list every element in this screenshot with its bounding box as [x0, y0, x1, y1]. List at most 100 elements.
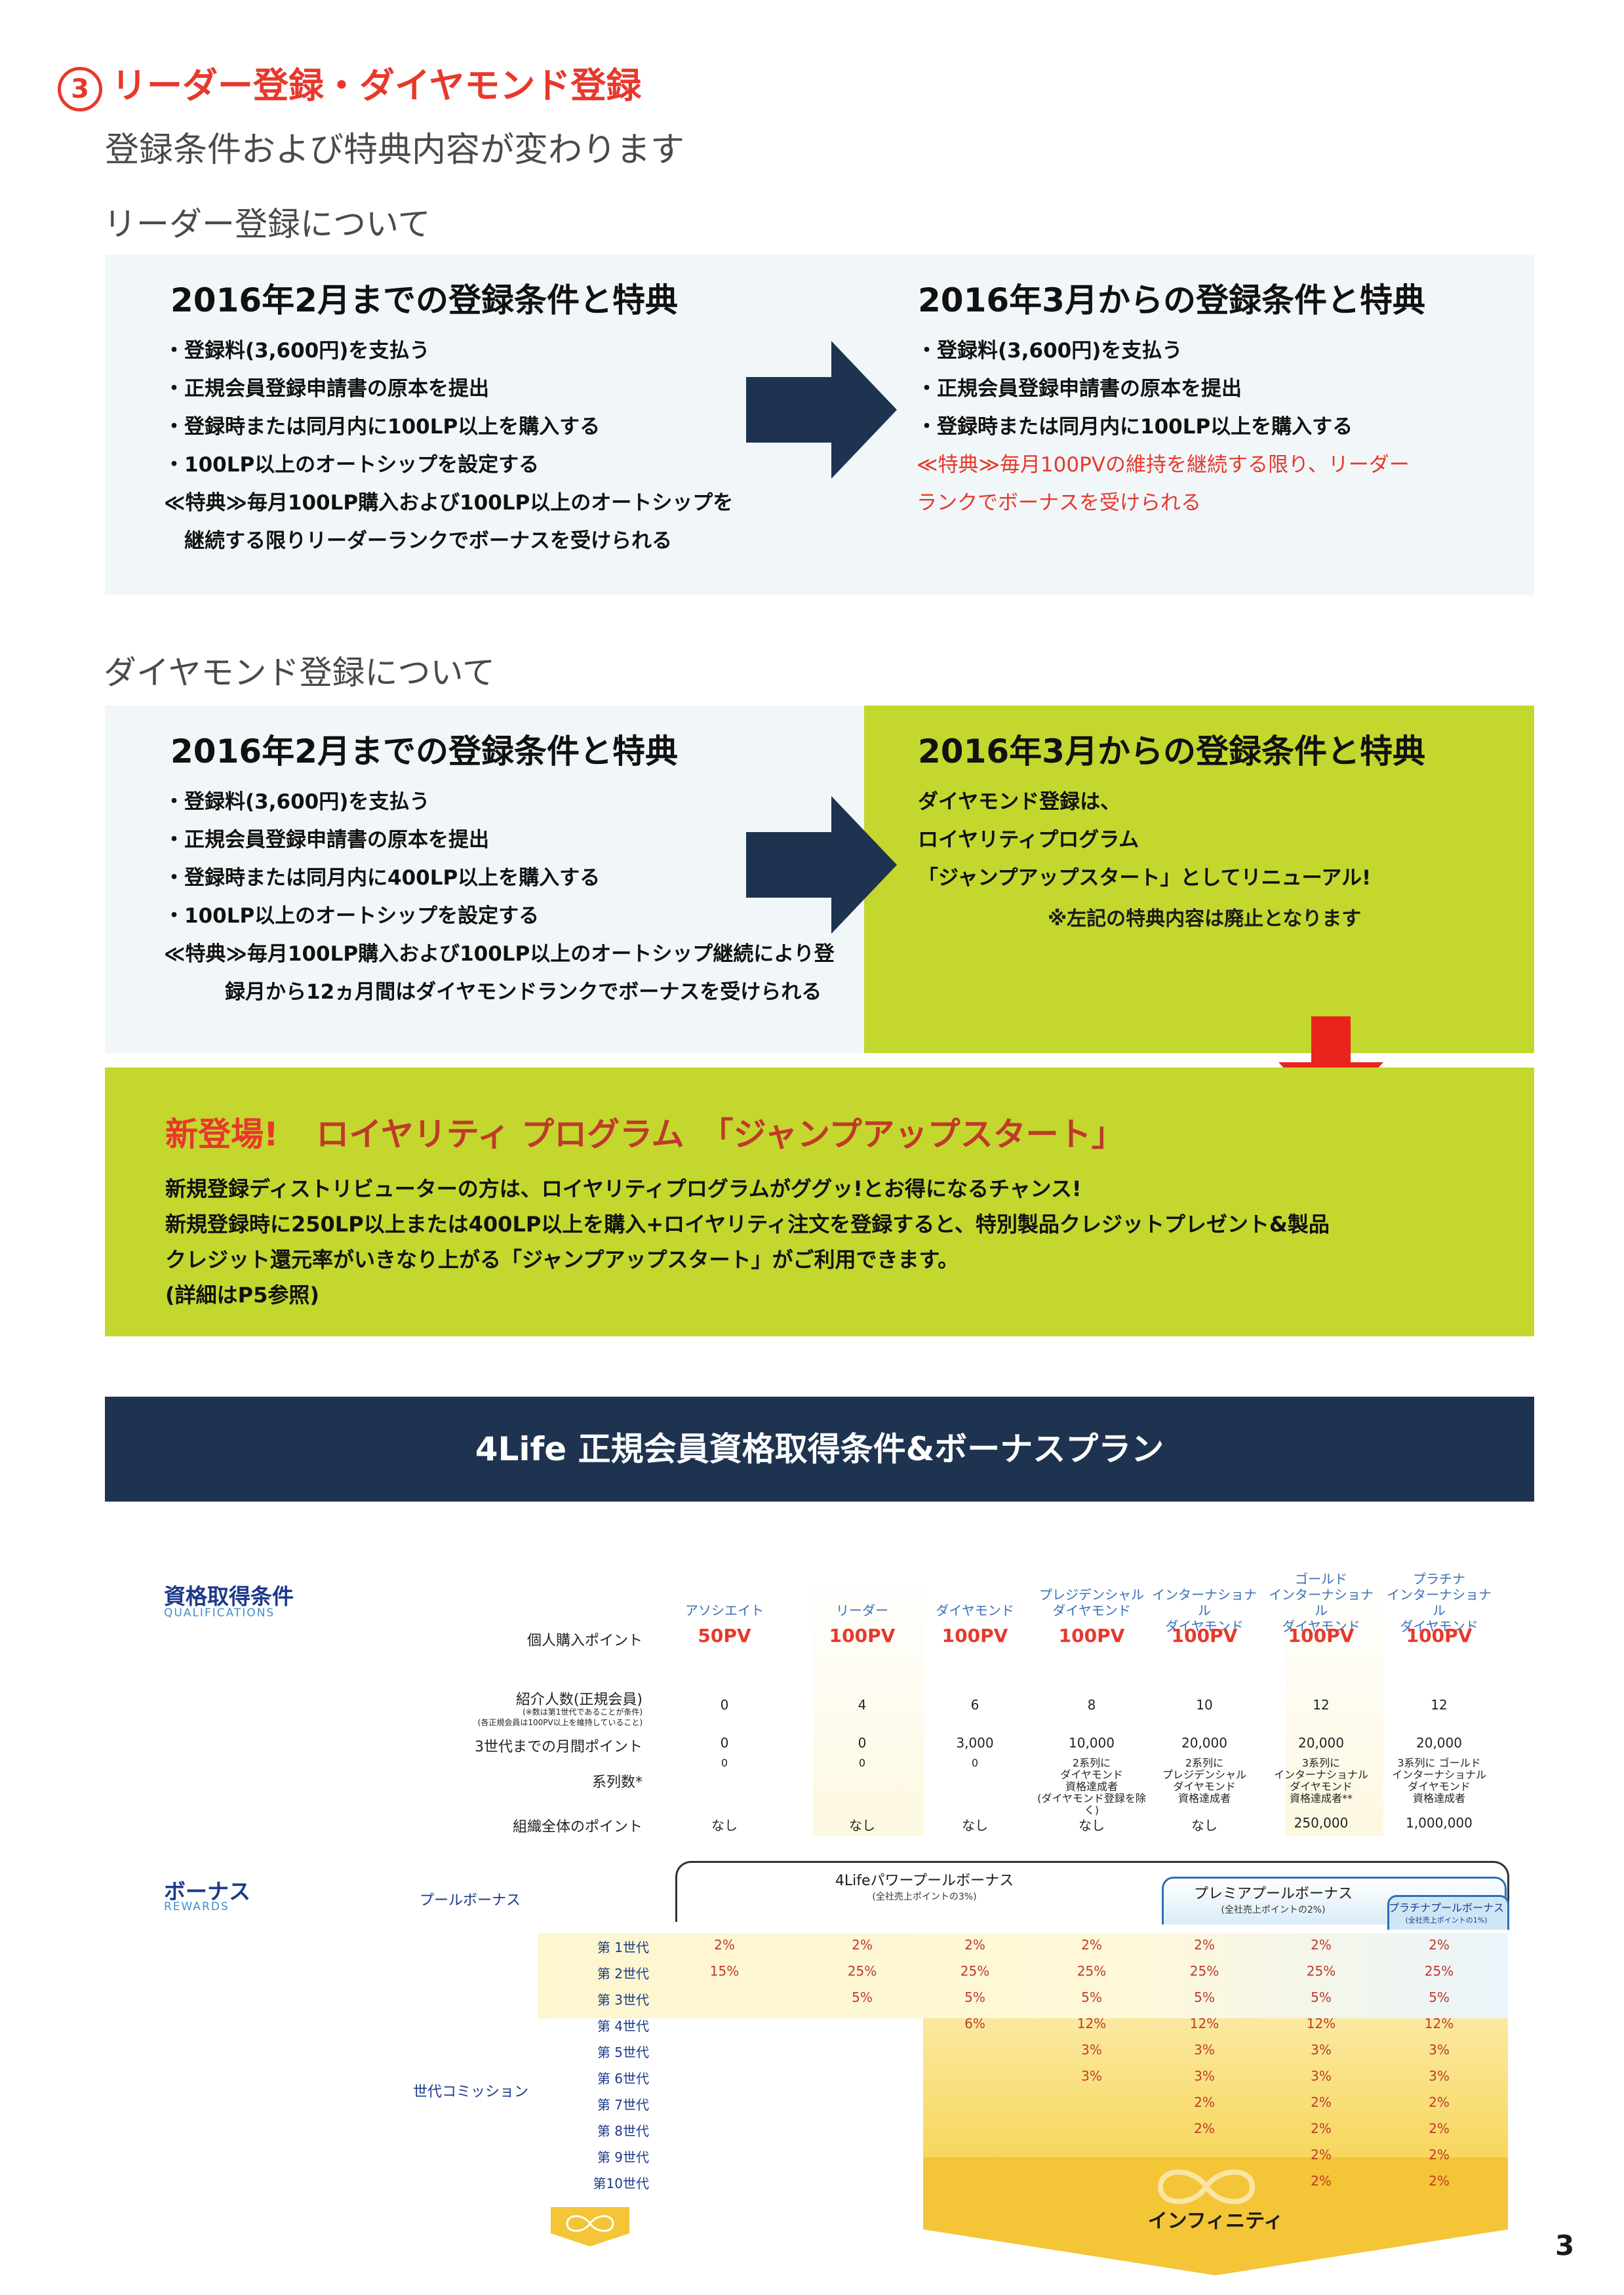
leader-before-list: ・登録料(3,600円)を支払う・正規会員登録申請書の原本を提出・登録時または同… — [164, 332, 733, 560]
table-cell: 0 — [721, 1757, 728, 1769]
column-header: アソシエイト — [685, 1603, 764, 1618]
arrow-right-icon — [746, 796, 897, 934]
commission-cell: 3% — [1429, 2042, 1450, 2058]
text-line: ・登録料(3,600円)を支払う — [164, 339, 430, 363]
text-line: ≪特典≫毎月100LP購入および100LP以上のオートシップを — [164, 491, 734, 515]
table-cell: 3,000 — [956, 1735, 994, 1751]
rewards-sub: REWARDS — [164, 1900, 229, 1913]
table-cell: 2系列に ダイヤモンド 資格達成者 (ダイヤモンド登録を除く) — [1037, 1757, 1146, 1816]
commission-cell: 25% — [1189, 1963, 1219, 1979]
commission-cell: 3% — [1194, 2042, 1215, 2058]
table-cell: 20,000 — [1298, 1735, 1344, 1751]
commission-cell: 5% — [964, 1989, 985, 2005]
row-label: (※数は第1世代であることが条件) — [523, 1707, 643, 1717]
text-line: ロイヤリティプログラム — [918, 828, 1139, 852]
leader-after-panel: 2016年3月からの登録条件と特典 ・登録料(3,600円)を支払う・正規会員登… — [864, 254, 1534, 595]
table-cell: 6 — [970, 1697, 980, 1713]
commission-cell: 25% — [1424, 1963, 1454, 1979]
commission-cell: 2% — [1194, 2121, 1215, 2136]
text-line: ・登録料(3,600円)を支払う — [917, 339, 1183, 363]
text-line: ランクでボーナスを受けられる — [917, 491, 1201, 515]
text-line: ≪特典≫毎月100LP購入および100LP以上のオートシップ継続により登 — [164, 942, 835, 966]
commission-cell: 25% — [1306, 1963, 1336, 1979]
plan-banner: 4Life 正規会員資格取得条件&ボーナスプラン — [105, 1397, 1534, 1502]
table-cell: なし — [711, 1818, 738, 1833]
row-label: 個人購入ポイント — [526, 1633, 643, 1649]
table-cell: 2系列に プレジデンシャル ダイヤモンド 資格達成者 — [1162, 1757, 1246, 1805]
power-pool-name: 4Lifeパワープールボーナス — [835, 1873, 1014, 1889]
commission-cell: 2% — [1429, 2094, 1450, 2110]
column-header: プラチナ インターナショナル ダイヤモンド — [1387, 1571, 1492, 1634]
table-cell: 20,000 — [1181, 1735, 1227, 1751]
generation-label: 第 3世代 — [597, 1992, 649, 2008]
commission-cell: 12% — [1077, 2016, 1107, 2031]
commission-cell: 5% — [1429, 1989, 1450, 2005]
commission-cell: 2% — [852, 1937, 873, 1953]
diamond-before-title: 2016年2月までの登録条件と特典 — [170, 732, 678, 770]
text-line: ・登録時または同月内に100LP以上を購入する — [917, 415, 1353, 439]
commission-cell: 6% — [964, 2016, 985, 2031]
commission-cell: 2% — [1194, 2094, 1215, 2110]
text-line: ・登録時または同月内に100LP以上を購入する — [164, 415, 601, 439]
leader-after-list: ・登録料(3,600円)を支払う・正規会員登録申請書の原本を提出・登録時または同… — [917, 332, 1353, 446]
plan-banner-text: 4Life 正規会員資格取得条件&ボーナスプラン — [475, 1430, 1164, 1468]
commission-cell: 3% — [1081, 2068, 1102, 2084]
column-header: リーダー — [836, 1603, 888, 1618]
table-cell: 0 — [971, 1757, 979, 1769]
table-cell: なし — [849, 1818, 875, 1833]
commission-cell: 2% — [1429, 2147, 1450, 2163]
row-label: (各正規会員は100PV以上を維持していること) — [477, 1718, 643, 1727]
generation-label: 第 9世代 — [597, 2149, 649, 2165]
table-cell: 0 — [720, 1735, 729, 1751]
generation-label: 第 2世代 — [597, 1966, 649, 1982]
page-subtitle: 登録条件および特典内容が変わります — [105, 130, 685, 170]
row-label: 系列数* — [591, 1774, 643, 1791]
infinity-label: インフィニティ — [1147, 2210, 1284, 2233]
table-cell: 100PV — [829, 1625, 896, 1646]
commission-cell: 3% — [1081, 2042, 1102, 2058]
text-line: ・100LP以上のオートシップを設定する — [164, 453, 540, 477]
platinum-pool-sub: (全社売上ポイントの1%) — [1405, 1916, 1488, 1925]
table-cell: 8 — [1087, 1697, 1096, 1713]
commission-cell: 3% — [1429, 2068, 1450, 2084]
text-line: 新規登録時に250LP以上または400LP以上を購入+ロイヤリティ注文を登録する… — [165, 1212, 1330, 1237]
commission-cell: 15% — [709, 1963, 740, 1979]
table-cell: 12 — [1313, 1697, 1330, 1713]
commission-cell: 25% — [1077, 1963, 1107, 1979]
new-program-title: ロイヤリティ プログラム 「ジャンプアップスタート」 — [316, 1115, 1124, 1153]
commission-cell: 12% — [1189, 2016, 1219, 2031]
leader-after-title: 2016年3月からの登録条件と特典 — [918, 281, 1425, 319]
table-cell: 0 — [858, 1757, 866, 1769]
commission-cell: 2% — [714, 1937, 735, 1953]
generations-band — [538, 1933, 1508, 2018]
text-line: ≪特典≫毎月100PVの維持を継続する限り、リーダー — [917, 453, 1410, 477]
text-line: ・登録料(3,600円)を支払う — [164, 790, 430, 814]
rewards-label: ボーナス — [164, 1879, 250, 1904]
commission-cell: 12% — [1306, 2016, 1336, 2031]
diamond-after-note: ※左記の特典内容は廃止となります — [1048, 908, 1362, 930]
infinity-banner — [923, 2157, 1508, 2275]
leader-before-panel: 2016年2月までの登録条件と特典 ・登録料(3,600円)を支払う・正規会員登… — [105, 254, 865, 595]
commission-cell: 3% — [1194, 2068, 1215, 2084]
table-cell: 100PV — [1171, 1625, 1238, 1646]
commission-cell: 2% — [1311, 2147, 1332, 2163]
generation-label: 第 6世代 — [597, 2071, 649, 2086]
column-shade — [1285, 1574, 1383, 1836]
generation-label: 第 1世代 — [597, 1940, 649, 1955]
pool-bonus-label: プールボーナス — [420, 1892, 521, 1909]
commission-cell: 12% — [1424, 2016, 1454, 2031]
table-cell: 50PV — [698, 1625, 751, 1646]
commission-cell: 5% — [1311, 1989, 1332, 2005]
diamond-after-lines: ダイヤモンド登録は、ロイヤリティプログラム「ジャンプアップスタート」としてリニュ… — [918, 783, 1371, 897]
arrow-right-icon — [746, 341, 897, 479]
text-line: ・正規会員登録申請書の原本を提出 — [164, 828, 489, 852]
commission-cell: 2% — [1311, 2121, 1332, 2136]
table-cell: 100PV — [1288, 1625, 1355, 1646]
table-cell: 1,000,000 — [1406, 1815, 1473, 1831]
text-line: 録月から12ヵ月間はダイヤモンドランクでボーナスを受けられる — [164, 980, 822, 1004]
column-header: インターナショナル ダイヤモンド — [1152, 1587, 1257, 1634]
generation-label: 第 5世代 — [597, 2045, 649, 2060]
table-cell: なし — [1079, 1818, 1105, 1833]
new-program-heading: 新登場! ロイヤリティ プログラム 「ジャンプアップスタート」 — [165, 1108, 1124, 1155]
